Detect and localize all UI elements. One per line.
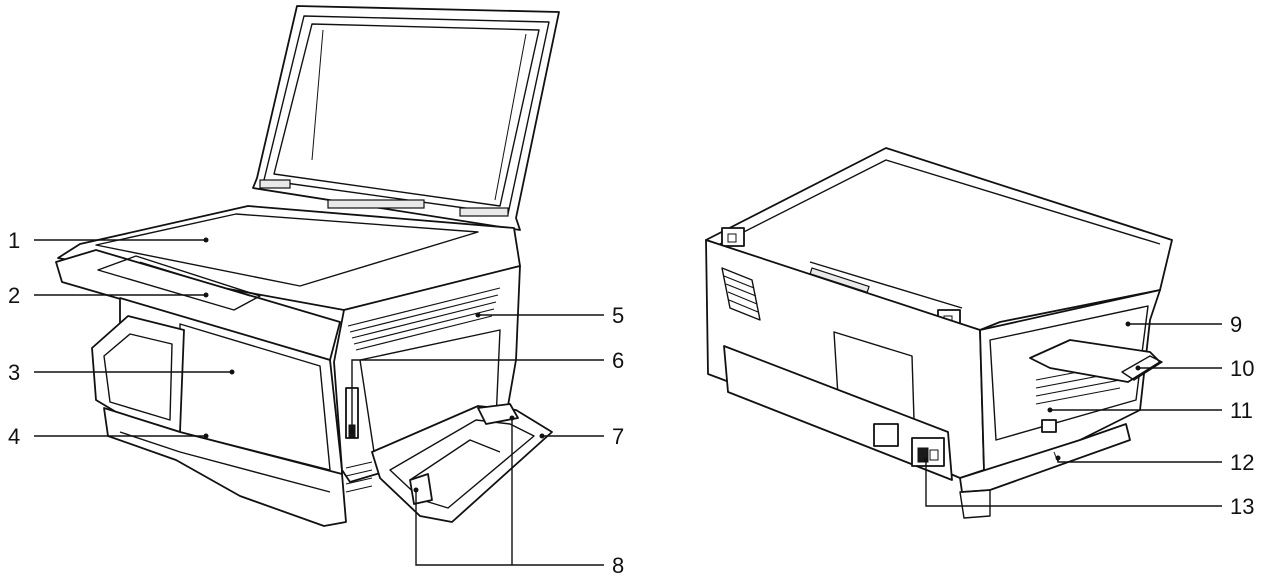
power-socket: [911, 437, 945, 467]
callout-label: 7: [612, 424, 624, 449]
callout-label: 11: [1230, 398, 1253, 423]
callout-label: 12: [1230, 450, 1254, 475]
callout-label: 6: [612, 348, 624, 373]
rear-callout-leaders: [923, 321, 1222, 507]
exit-tray-extension: [1029, 339, 1163, 383]
copier-front-view: 1 2 3 4 5 6 7 8: [8, 5, 624, 578]
callout-label: 4: [8, 424, 20, 449]
callout-label: 1: [8, 228, 20, 253]
callout-label: 10: [1230, 356, 1254, 381]
document-cover: [252, 5, 560, 231]
copier-rear-view: 9 10 11 12 13: [705, 147, 1254, 519]
callout-label: 3: [8, 360, 20, 385]
copier-body: [55, 205, 521, 527]
callout-label: 2: [8, 283, 20, 308]
callout-label: 13: [1230, 494, 1254, 519]
rear-vent-grille: [721, 267, 761, 321]
bypass-tray: [371, 403, 553, 523]
callout-label: 8: [612, 553, 624, 578]
rear-callout-labels: 9 10 11 12 13: [1230, 312, 1254, 519]
callout-label: 5: [612, 303, 624, 328]
side-vents: [347, 287, 501, 351]
front-callout-leaders: [34, 237, 604, 566]
front-callout-labels: 1 2 3 4 5 6 7 8: [8, 228, 624, 578]
callout-label: 9: [1230, 312, 1242, 337]
